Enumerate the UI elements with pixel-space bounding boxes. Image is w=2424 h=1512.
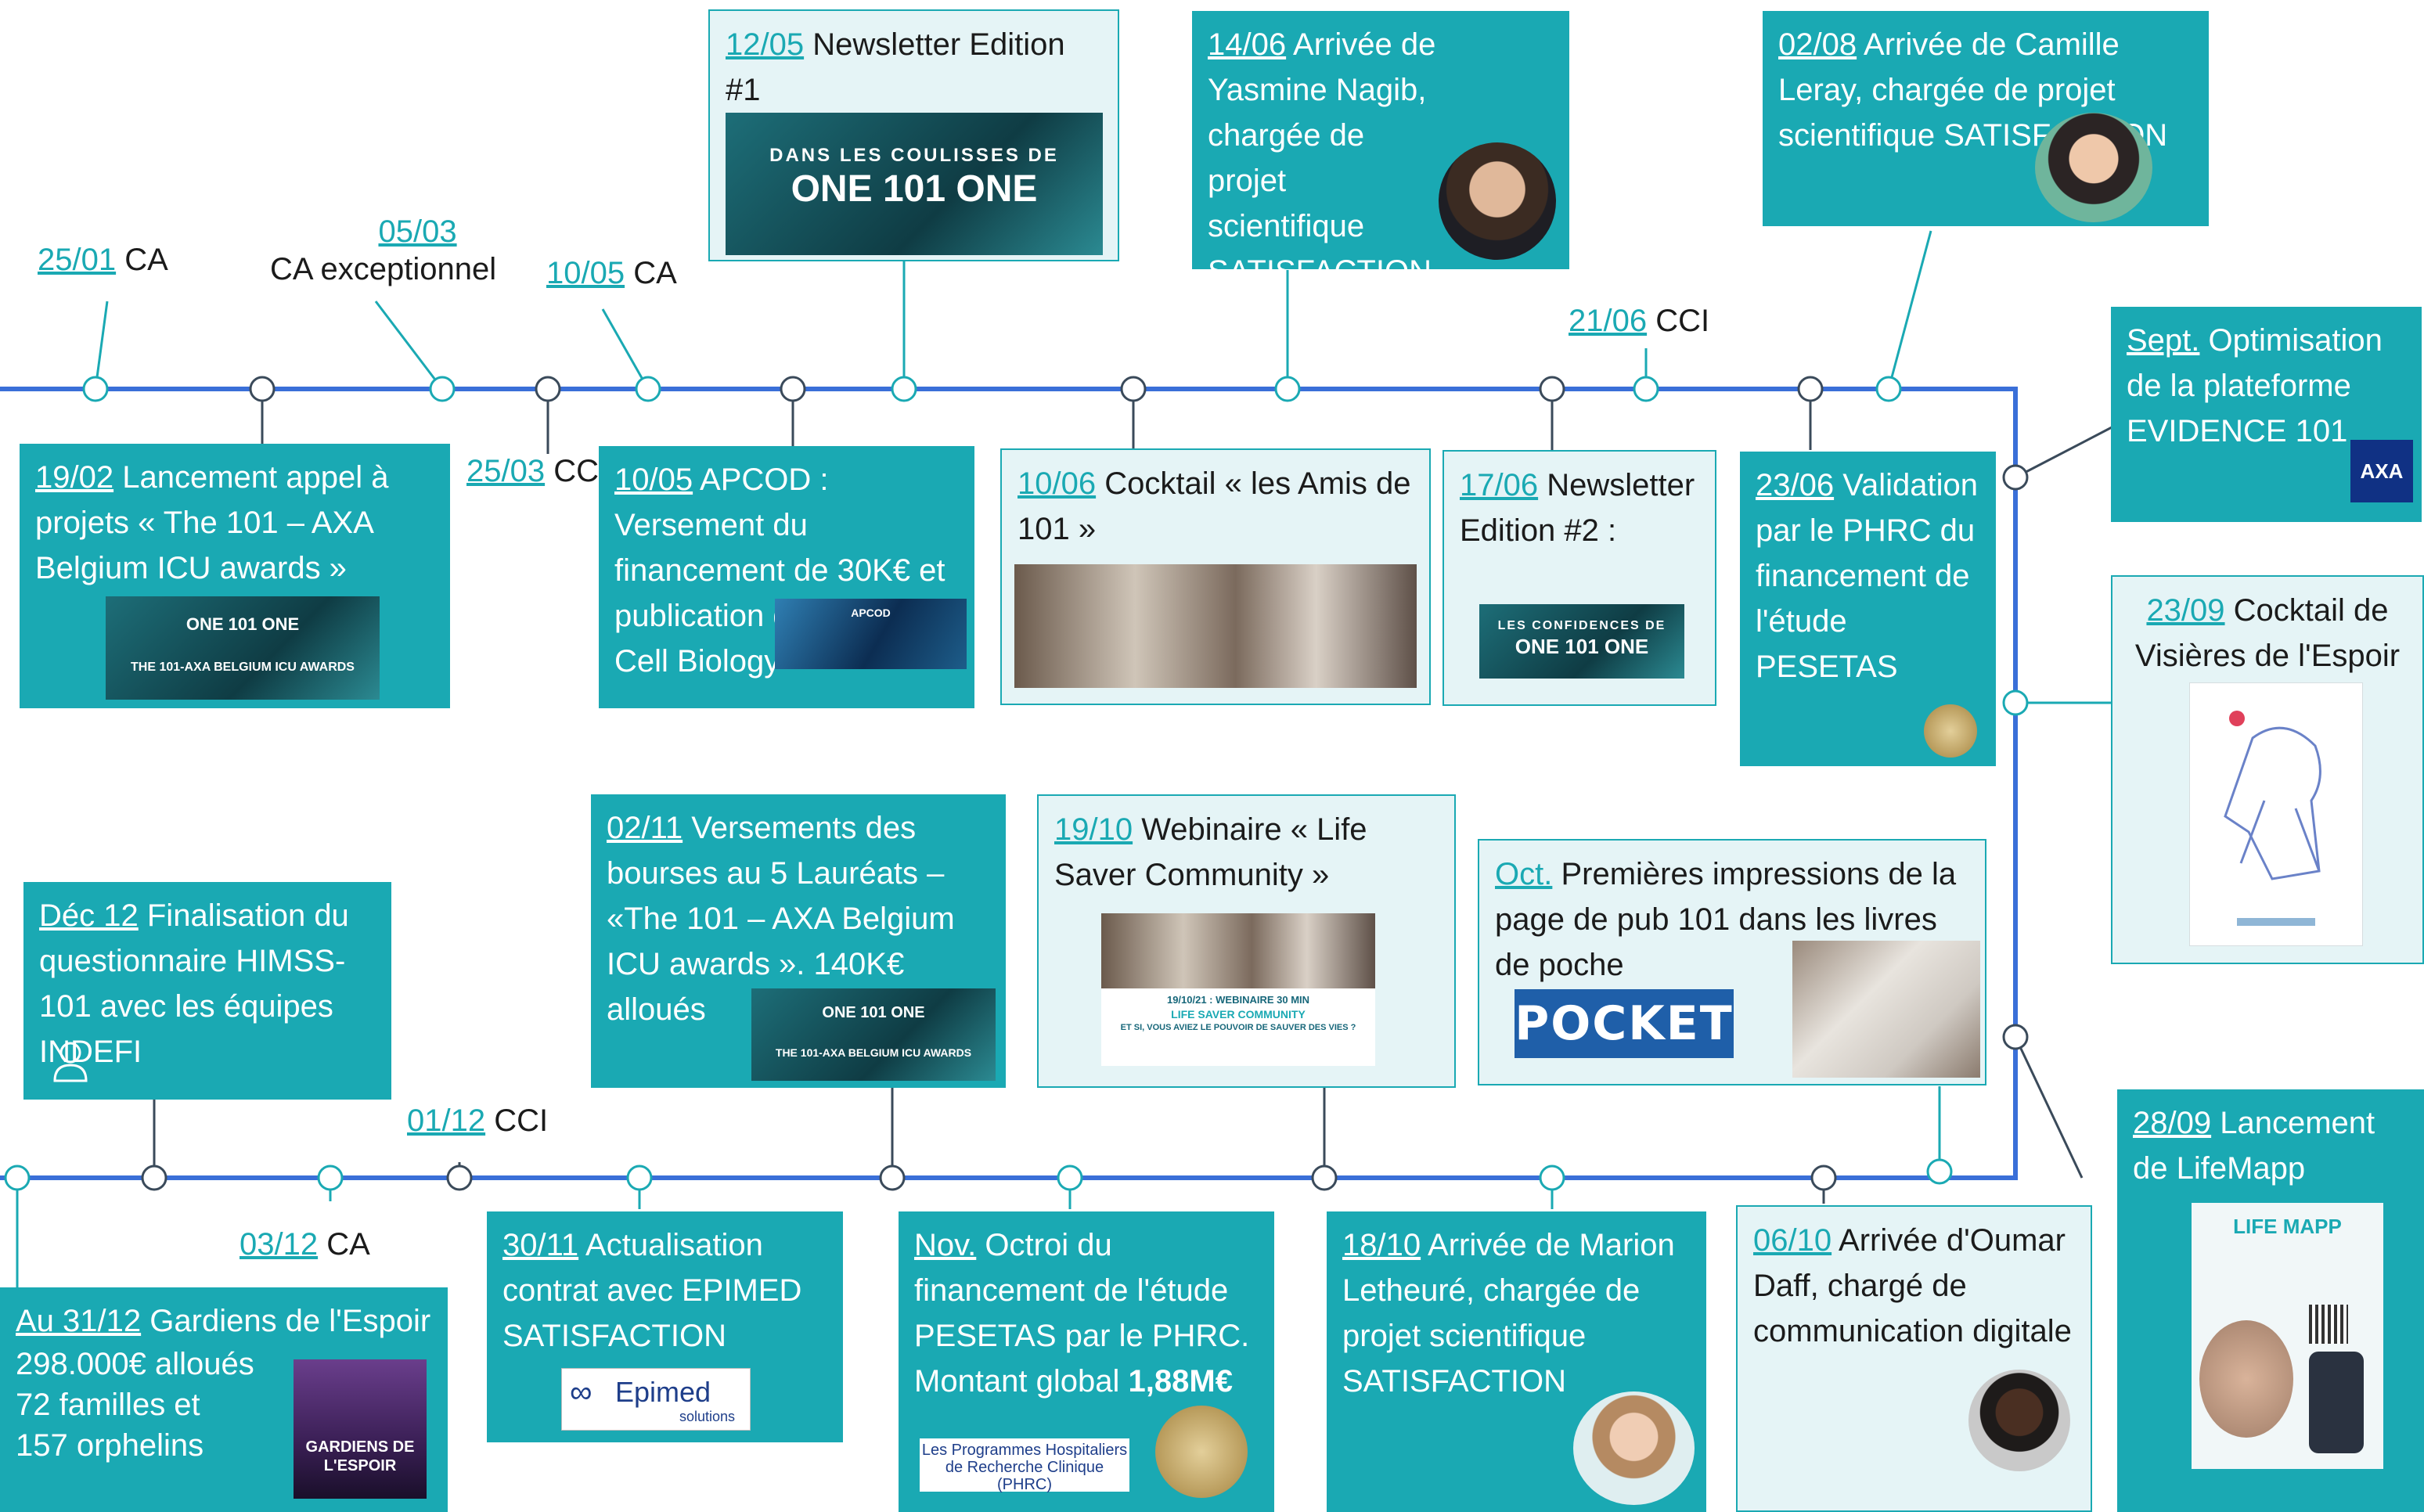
phrc-seal-icon <box>1155 1406 1248 1498</box>
event-lifemapp: 28/09 Lancement de LifeMapp LIFE MAPP <box>2117 1089 2424 1512</box>
timeline-node <box>1311 1165 1338 1191</box>
event-marion-arrival: 18/10 Arrivée de Marion Letheuré, chargé… <box>1327 1211 1706 1512</box>
timeline-node <box>82 376 109 402</box>
bourses-image: ONE 101 ONE THE 101-AXA BELGIUM ICU AWAR… <box>751 988 996 1081</box>
timeline-node <box>2002 1024 2029 1050</box>
pocket-logo: POCKET <box>1515 989 1734 1058</box>
hands-photo <box>2199 1320 2293 1438</box>
event-epimed-contract: 30/11 Actualisation contrat avec EPIMED … <box>487 1211 843 1442</box>
event-visieres: 23/09 Cocktail de Visières de l'Espoir <box>2111 575 2424 964</box>
doctor-icon <box>53 1042 88 1082</box>
event-evidence-platform: Sept. Optimisation de la plateforme EVID… <box>2111 307 2422 522</box>
phrc-seal-icon <box>1924 704 1977 758</box>
timeline-node <box>879 1165 906 1191</box>
event-apcod: 10/05 APCOD : Versement du financement d… <box>599 446 974 708</box>
event-newsletter-1: 12/05 Newsletter Edition #1 DANS LES COU… <box>708 9 1119 261</box>
event-cocktail-amis: 10/06 Cocktail « les Amis de 101 » <box>1000 448 1431 705</box>
timeline-track <box>0 387 2018 1180</box>
epimed-logo: ∞ Epimed solutions <box>561 1368 751 1431</box>
timeline-node <box>1539 1165 1565 1191</box>
timeline-node <box>626 1165 653 1191</box>
event-bourses: 02/11 Versements des bourses au 5 Lauréa… <box>591 794 1006 1088</box>
pocket-book-photo <box>1792 941 1980 1078</box>
webinaire-group-photo <box>1101 913 1375 988</box>
timeline-node <box>1797 376 1824 402</box>
timeline-node <box>1120 376 1147 402</box>
event-camille-arrival: 02/08 Arrivée de Camille Leray, chargée … <box>1763 11 2209 226</box>
event-awards-call: 19/02 Lancement appel à projets « The 10… <box>20 444 450 708</box>
timeline-node <box>249 376 276 402</box>
phone-icon <box>2309 1352 2364 1453</box>
visieres-illustration <box>2189 682 2363 946</box>
hero-sketch-icon <box>2224 711 2321 926</box>
timeline-node <box>446 1165 473 1191</box>
webinaire-image: 19/10/21 : WEBINAIRE 30 MIN LIFE SAVER C… <box>1101 913 1375 1066</box>
timeline-node <box>535 376 561 402</box>
event-pesetas-validation: 23/06 Validation par le PHRC du financem… <box>1740 452 1996 766</box>
label-ca-1005: 10/05 CA <box>546 256 677 290</box>
timeline-node <box>1274 376 1301 402</box>
event-oumar-arrival: 06/10 Arrivée d'Oumar Daff, chargé de co… <box>1736 1205 2092 1512</box>
event-gardiens-espoir: Au 31/12 Gardiens de l'Espoir 298.000€ a… <box>0 1287 448 1512</box>
label-ca-0503: 05/03 CA exceptionnel <box>270 214 497 286</box>
timeline-node <box>1926 1158 1953 1185</box>
event-pocket-print: Oct. Premières impressions de la page de… <box>1478 839 1986 1085</box>
label-cci-0112: 01/12 CCI <box>407 1103 549 1138</box>
timeline-node <box>1875 376 1902 402</box>
axa-logo: AXA <box>2350 440 2413 502</box>
lifemapp-flyer: LIFE MAPP <box>2192 1203 2383 1469</box>
label-ca-0312: 03/12 CA <box>240 1227 370 1262</box>
awards-call-image: ONE 101 ONE THE 101-AXA BELGIUM ICU AWAR… <box>106 596 380 700</box>
oumar-photo <box>1968 1370 2070 1471</box>
event-himss-questionnaire: Déc 12 Finalisation du questionnaire HIM… <box>23 882 391 1100</box>
timeline-node <box>1057 1165 1083 1191</box>
timeline-node <box>429 376 456 402</box>
marion-photo <box>1573 1391 1695 1505</box>
infinity-icon: ∞ <box>570 1375 592 1409</box>
event-yasmine-arrival: 14/06 Arrivée de Yasmine Nagib, chargée … <box>1192 11 1569 269</box>
timeline-node <box>317 1165 344 1191</box>
phrc-logo: Les Programmes Hospitaliers de Recherche… <box>920 1438 1129 1493</box>
apcod-image: APCOD <box>775 599 967 669</box>
gardiens-book-cover: GARDIENS DE L'ESPOIR <box>294 1359 427 1499</box>
timeline-node <box>780 376 806 402</box>
timeline-node <box>1810 1165 1837 1191</box>
newsletter-2-image: LES CONFIDENCES DE ONE 101 ONE <box>1479 604 1684 679</box>
event-octroi-pesetas: Nov. Octroi du financement de l'étude PE… <box>899 1211 1274 1512</box>
timeline-node <box>2002 689 2029 716</box>
timeline-node <box>891 376 917 402</box>
timeline-node <box>1539 376 1565 402</box>
timeline-node <box>141 1165 167 1191</box>
event-newsletter-2: 17/06 Newsletter Edition #2 : LES CONFID… <box>1443 450 1716 706</box>
timeline-node <box>635 376 661 402</box>
label-cci-2106: 21/06 CCI <box>1569 304 1710 338</box>
timeline-node <box>4 1165 31 1191</box>
newsletter-1-image: DANS LES COULISSES DE ONE 101 ONE <box>726 113 1103 255</box>
timeline-node <box>1633 376 1659 402</box>
cocktail-photo <box>1014 564 1417 688</box>
timeline-node <box>2002 464 2029 491</box>
label-ca-2501: 25/01 CA <box>38 243 168 277</box>
yasmine-photo <box>1439 142 1556 260</box>
qr-code-icon <box>2309 1305 2348 1344</box>
camille-photo <box>2035 113 2152 222</box>
event-webinaire: 19/10 Webinaire « Life Saver Community »… <box>1037 794 1456 1088</box>
label-cci-2503: 25/03 CCI <box>466 454 608 488</box>
